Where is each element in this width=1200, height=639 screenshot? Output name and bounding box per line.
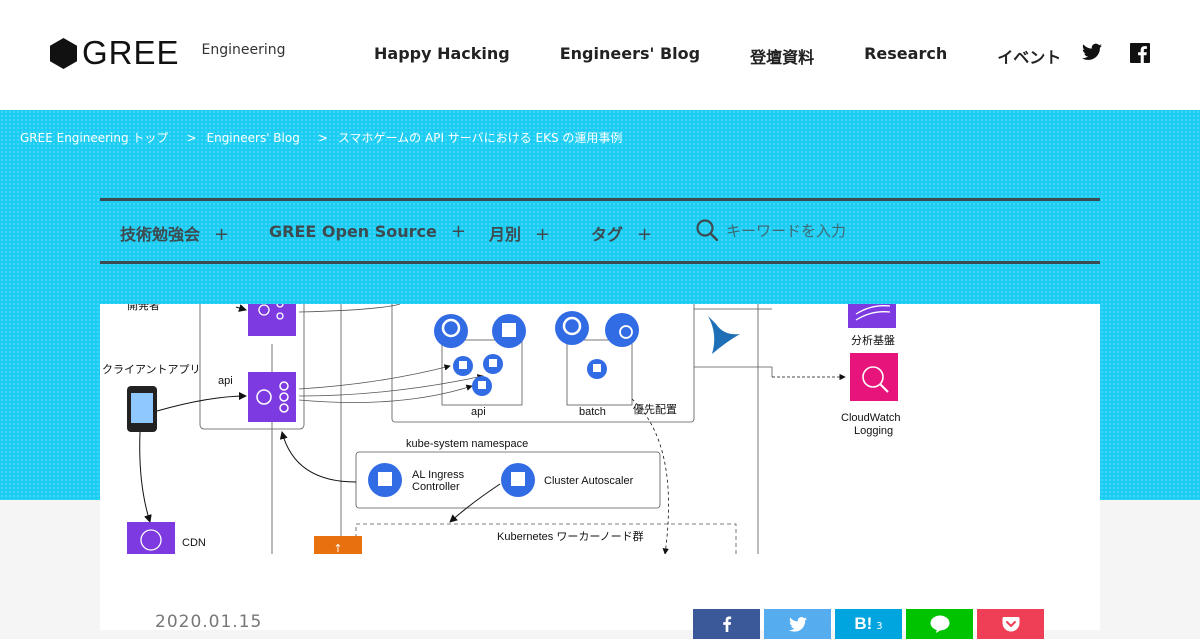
diagram-label-analytics: 分析基盤 xyxy=(851,333,895,347)
diagram-label-logging: Logging xyxy=(854,425,893,437)
facebook-icon[interactable] xyxy=(1130,43,1150,63)
diagram-label-al-ingress: AL Ingress xyxy=(412,469,465,481)
plus-icon: + xyxy=(214,224,230,245)
filter-monthly[interactable]: 月別+ xyxy=(489,224,551,245)
nav-events[interactable]: イベント xyxy=(997,48,1062,67)
plus-icon: + xyxy=(637,224,653,245)
share-pocket-button[interactable] xyxy=(977,609,1044,639)
search-input[interactable] xyxy=(726,215,1026,247)
diagram-label-cloudwatch: CloudWatch xyxy=(841,412,901,424)
nav-research[interactable]: Research xyxy=(864,44,948,63)
diagram-label-cluster-autoscaler: Cluster Autoscaler xyxy=(544,475,634,487)
svg-text:↑: ↑ xyxy=(333,542,342,554)
gree-hexagon-icon xyxy=(50,37,77,69)
diagram-label-batch-ns: batch xyxy=(579,406,606,418)
search-icon[interactable] xyxy=(696,219,718,241)
filter-open-source[interactable]: GREE Open Source+ xyxy=(269,221,466,242)
share-hatena-button[interactable]: B! 3 xyxy=(835,609,902,639)
site-header: GREE Engineering Happy Hacking Engineers… xyxy=(0,0,1200,110)
k8s-deploy-icon xyxy=(434,314,468,348)
twitter-icon xyxy=(788,616,807,632)
architecture-diagram: ↑ 開発者 クライ xyxy=(102,304,901,554)
gree-logo[interactable]: GREE Engineering xyxy=(50,34,286,71)
diagram-label-worker-nodes: Kubernetes ワーカーノード群 xyxy=(497,529,644,543)
filter-bar: 技術勉強会+ GREE Open Source+ 月別+ タグ+ xyxy=(100,198,1100,264)
article-hero-image: ↑ 開発者 クライ xyxy=(100,304,1100,554)
hatena-count: 3 xyxy=(876,620,883,632)
hatena-icon: B! xyxy=(854,614,873,633)
share-line-button[interactable] xyxy=(906,609,973,639)
diagram-label-api-lb: api xyxy=(218,375,233,387)
diagram-label-developer: 開発者 xyxy=(127,304,160,312)
breadcrumb: GREE Engineering トップ > Engineers' Blog > スマホ… xyxy=(20,129,630,146)
plus-icon: + xyxy=(535,224,551,245)
logo-text: GREE xyxy=(82,34,180,71)
article-date: 2020.01.15 xyxy=(155,612,263,632)
nav-presentations[interactable]: 登壇資料 xyxy=(750,48,815,67)
plus-icon: + xyxy=(450,221,466,242)
diagram-label-al-ingress-controller: Controller xyxy=(412,481,460,493)
twitter-icon[interactable] xyxy=(1082,43,1102,61)
breadcrumb-blog[interactable]: Engineers' Blog xyxy=(206,131,300,145)
diagram-label-kube-system: kube-system namespace xyxy=(406,438,528,450)
filter-study-sessions[interactable]: 技術勉強会+ xyxy=(120,224,230,245)
share-facebook-button[interactable] xyxy=(693,609,760,639)
breadcrumb-separator: > xyxy=(317,131,328,145)
nav-happy-hacking[interactable]: Happy Hacking xyxy=(374,44,510,63)
logo-subtitle: Engineering xyxy=(201,42,286,58)
diagram-label-client-app: クライアントアプリ xyxy=(102,363,201,376)
diagram-label-api-ns: api xyxy=(471,406,486,418)
breadcrumb-current: スマホゲームの API サーバにおける EKS の運用事例 xyxy=(337,131,623,145)
article-meta: 2020.01.15 B! 3 xyxy=(100,554,1100,639)
nav-engineers-blog[interactable]: Engineers' Blog xyxy=(559,44,701,63)
share-twitter-button[interactable] xyxy=(764,609,831,639)
main-nav: Happy Hacking Engineers' Blog 登壇資料 Resea… xyxy=(374,44,1111,68)
breadcrumb-top[interactable]: GREE Engineering トップ xyxy=(20,131,169,145)
breadcrumb-separator: > xyxy=(186,131,197,145)
diagram-label-cdn: CDN xyxy=(182,537,206,549)
pocket-icon xyxy=(1002,617,1019,632)
diagram-label-priority: 優先配置 xyxy=(633,403,677,416)
facebook-icon xyxy=(722,616,731,632)
line-icon xyxy=(930,615,949,633)
filter-tags[interactable]: タグ+ xyxy=(591,224,653,245)
